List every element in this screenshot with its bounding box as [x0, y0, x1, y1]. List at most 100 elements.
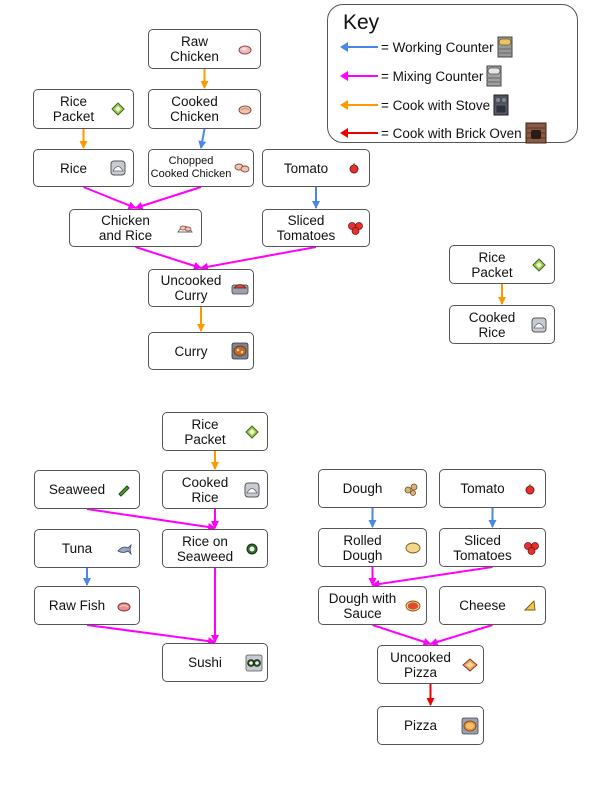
legend-item-mixing-counter: = Mixing Counter — [340, 65, 502, 87]
edge-chopped_chicken-to-chicken_rice — [134, 186, 202, 210]
curry-icon — [231, 342, 249, 360]
pizza-icon — [461, 717, 479, 734]
node-label: Dough with Sauce — [328, 590, 397, 621]
node-label: Curry — [174, 343, 208, 359]
edge-rice-to-chicken_rice — [83, 186, 137, 210]
edge-sliced_tomatoes_2-to-dough_sauce — [371, 566, 493, 588]
node-cheese: Cheese — [439, 586, 546, 625]
node-cooked-rice: Cooked Rice — [162, 470, 268, 509]
legend-label: = Mixing Counter — [381, 68, 484, 84]
node-seaweed: Seaweed — [34, 470, 140, 509]
cooked-rice-icon — [531, 317, 547, 332]
red-arrow-icon — [340, 128, 378, 138]
edge-sliced_tomatoes_1-to-uncooked_curry — [200, 246, 317, 271]
rolled-dough-icon — [405, 542, 421, 553]
cheese-icon — [523, 599, 536, 610]
rice-bowl-icon — [110, 160, 126, 176]
node-label: Uncooked Curry — [160, 273, 222, 303]
rice-packet-icon — [111, 102, 125, 116]
chopped-chicken-icon — [234, 163, 250, 173]
node-label: Dough — [342, 481, 383, 496]
raw-chicken-icon — [238, 45, 252, 55]
cooked-chicken-icon — [238, 105, 252, 115]
node-label: Chicken and Rice — [98, 213, 153, 243]
node-uncooked-curry: Uncooked Curry — [148, 269, 254, 307]
rice-on-seaweed-icon — [246, 543, 258, 554]
orange-arrow-icon — [340, 100, 378, 110]
node-label: Chopped Cooked Chicken — [150, 155, 232, 180]
node-tuna: Tuna — [34, 529, 140, 568]
node-dough: Dough — [318, 469, 427, 508]
node-label: Rice Packet — [184, 416, 226, 447]
blue-arrow-icon — [340, 42, 378, 52]
node-rice-packet: Rice Packet — [162, 412, 268, 451]
mixing-counter-icon — [486, 65, 502, 87]
uncooked-pizza-icon — [462, 657, 478, 672]
sliced-tomatoes-icon — [524, 541, 539, 555]
node-label: Tuna — [61, 541, 93, 556]
edge-cheese-to-uncooked_pizza — [429, 624, 493, 646]
node-label: Rice Packet — [52, 94, 95, 124]
tomato-icon — [349, 163, 359, 174]
dough-sauce-icon — [405, 600, 421, 611]
node-rice-packet: Rice Packet — [449, 245, 555, 284]
node-pizza: Pizza — [377, 706, 484, 745]
rice-packet-icon — [532, 257, 546, 272]
tomato-icon — [525, 484, 535, 494]
rice-packet-icon — [245, 424, 259, 439]
edge-cooked_chicken-to-chopped_chicken — [198, 128, 207, 149]
node-label: Rice Packet — [471, 249, 513, 280]
stove-icon — [493, 94, 509, 116]
legend-title: Key — [343, 11, 380, 34]
node-raw-chicken: Raw Chicken — [148, 29, 261, 69]
node-rice-on-seaweed: Rice on Seaweed — [162, 529, 268, 568]
node-label: Cooked Rice — [468, 309, 516, 340]
uncooked-curry-icon — [231, 284, 249, 295]
legend-label: = Working Counter — [381, 39, 494, 55]
chicken-rice-icon — [177, 225, 193, 233]
seaweed-icon — [118, 484, 130, 497]
edge-dough_sauce-to-uncooked_pizza — [372, 624, 432, 646]
edge-raw_fish-to-sushi — [86, 624, 216, 646]
raw-fish-icon — [117, 602, 131, 611]
node-label: Pizza — [403, 718, 437, 733]
node-sliced-tomatoes: Sliced Tomatoes — [439, 528, 546, 567]
node-label: Rolled Dough — [342, 532, 383, 563]
legend-label: = Cook with Stove — [381, 97, 491, 113]
node-rolled-dough: Rolled Dough — [318, 528, 427, 567]
legend-label: = Cook with Brick Oven — [381, 125, 522, 141]
node-chopped-cooked-chicken: Chopped Cooked Chicken — [148, 149, 254, 187]
node-label: Rice — [59, 160, 87, 176]
node-tomato: Tomato — [439, 469, 546, 508]
legend-item-working-counter: = Working Counter — [340, 36, 513, 58]
node-label: Sushi — [188, 655, 222, 670]
node-curry: Curry — [148, 332, 254, 370]
node-raw-fish: Raw Fish — [34, 586, 140, 625]
node-sushi: Sushi — [162, 643, 268, 682]
node-label: Seaweed — [48, 482, 106, 497]
node-sliced-tomatoes: Sliced Tomatoes — [262, 209, 370, 247]
node-tomato: Tomato — [262, 149, 370, 187]
node-label: Cheese — [459, 598, 506, 613]
node-uncooked-pizza: Uncooked Pizza — [377, 645, 484, 684]
sushi-icon — [245, 654, 263, 671]
node-chicken-and-rice: Chicken and Rice — [69, 209, 202, 247]
tuna-icon — [117, 543, 132, 555]
node-label: Tomato — [283, 160, 329, 176]
node-cooked-chicken: Cooked Chicken — [148, 89, 261, 129]
legend-item-brick-oven: = Cook with Brick Oven — [340, 122, 547, 144]
node-label: Sliced Tomatoes — [453, 532, 512, 563]
node-dough-with-sauce: Dough with Sauce — [318, 586, 427, 625]
node-label: Cooked Chicken — [170, 94, 219, 124]
edge-seaweed-to-rice_on_seaweed — [86, 508, 216, 531]
brick-oven-icon — [525, 122, 547, 144]
legend-item-stove: = Cook with Stove — [340, 94, 509, 116]
sliced-tomatoes-icon — [348, 222, 363, 235]
edge-chicken_rice-to-uncooked_curry — [135, 246, 202, 270]
dough-icon — [404, 483, 418, 496]
node-label: Rice on Seaweed — [176, 533, 234, 564]
cooked-rice-icon — [244, 482, 260, 497]
node-label: Cooked Rice — [181, 474, 229, 505]
node-label: Sliced Tomatoes — [276, 213, 336, 243]
